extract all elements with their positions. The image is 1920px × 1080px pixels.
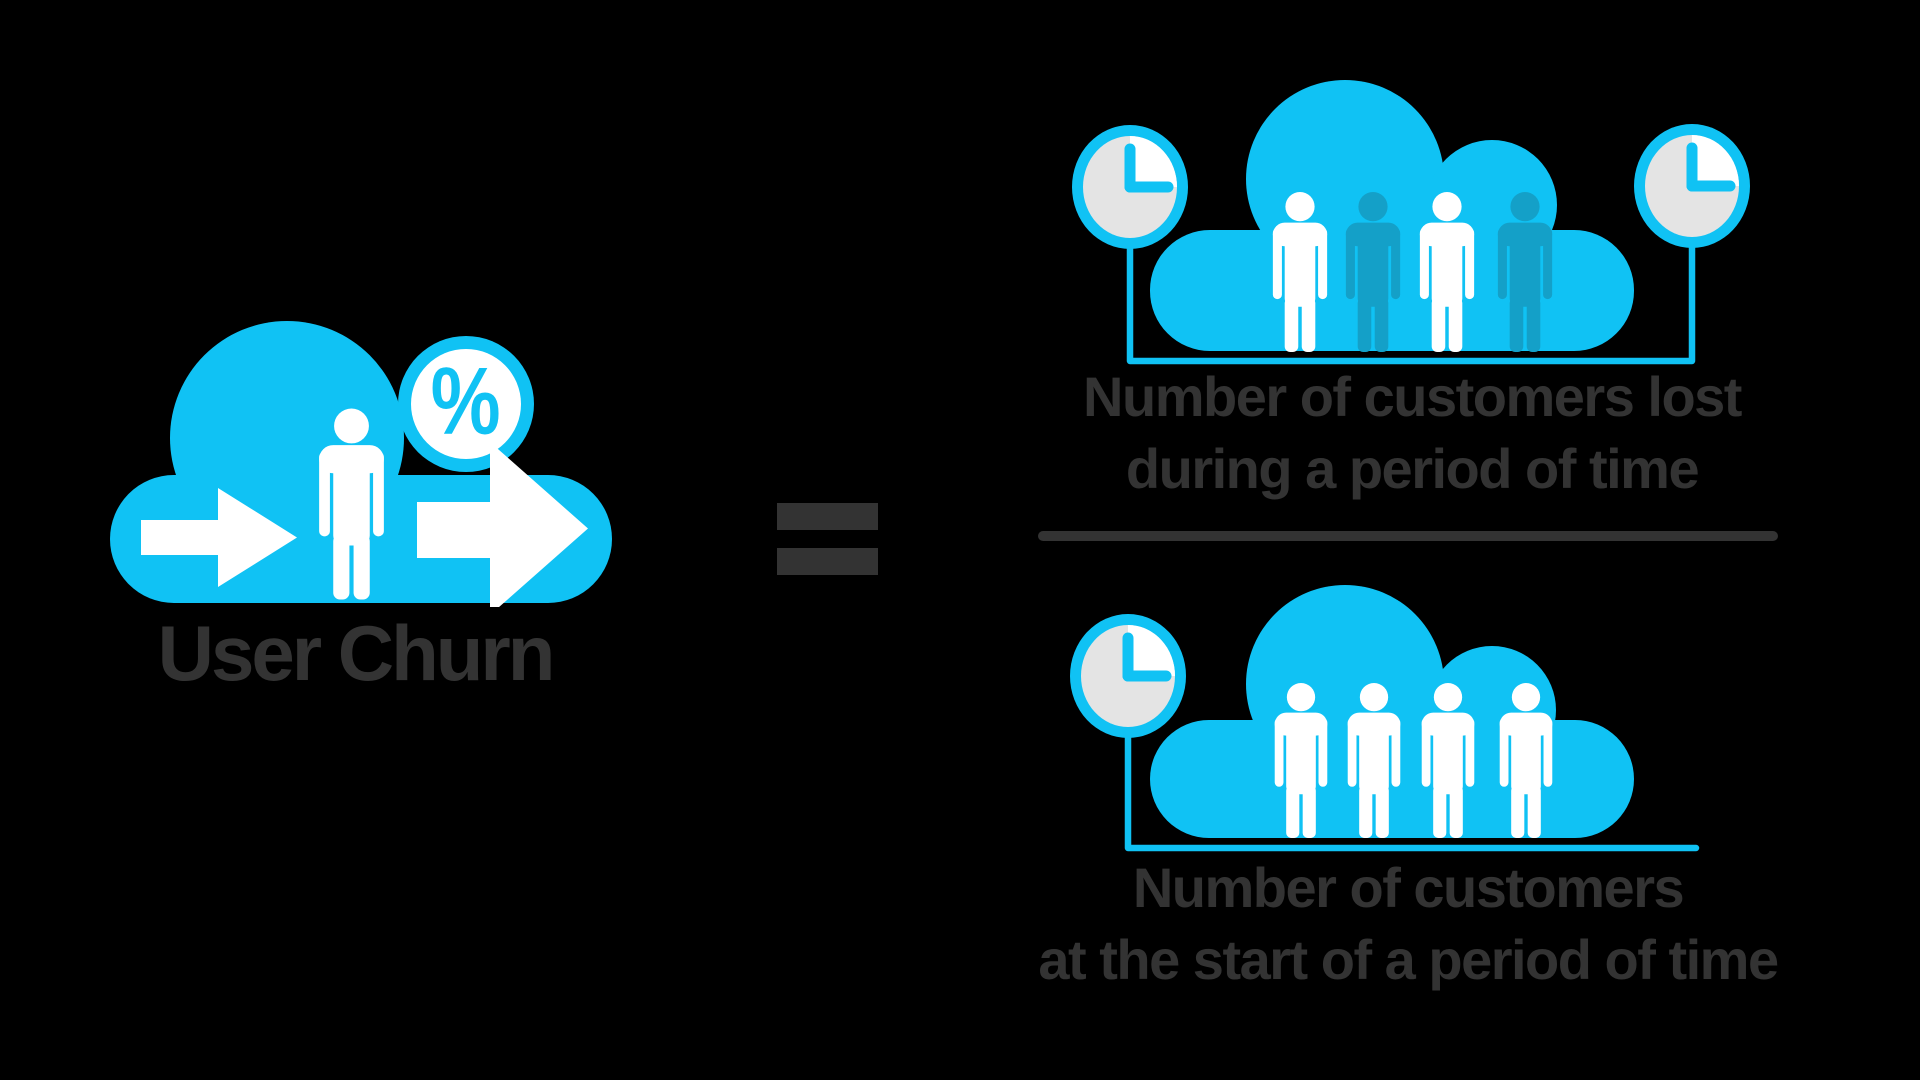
user-churn-title: User Churn	[157, 609, 556, 697]
numerator-line-2: during a period of time	[1125, 437, 1700, 500]
equals-sign: =	[777, 503, 878, 575]
equals-bar-top	[777, 503, 878, 530]
denominator-line-2: at the start of a period of time	[1038, 928, 1779, 991]
clock-start-icon	[1070, 614, 1186, 738]
customers-start-illustration	[1040, 585, 1700, 852]
time-span-bracket	[1126, 185, 1696, 365]
denominator-line-1: Number of customers	[1132, 856, 1685, 919]
percent-badge-circle	[411, 349, 521, 459]
customers-lost-illustration	[1040, 80, 1780, 365]
percent-symbol: %	[430, 348, 501, 455]
arrow-out-right-icon	[417, 442, 588, 607]
clock-start-icon	[1072, 125, 1188, 249]
clock-end-icon	[1634, 124, 1750, 248]
fraction-divider-bar	[1038, 531, 1778, 541]
churn-cloud-illustration	[110, 321, 612, 607]
arrow-in-right-icon	[141, 488, 297, 587]
cloud-icon	[1150, 80, 1634, 351]
numerator-label: Number of customers lost during a period…	[1012, 361, 1812, 505]
equals-bar-bottom	[777, 548, 878, 575]
numerator-line-1: Number of customers lost	[1083, 365, 1742, 428]
denominator-label: Number of customers at the start of a pe…	[1008, 852, 1808, 996]
cloud-icon	[1150, 585, 1634, 838]
percent-badge-icon: %	[411, 347, 521, 457]
